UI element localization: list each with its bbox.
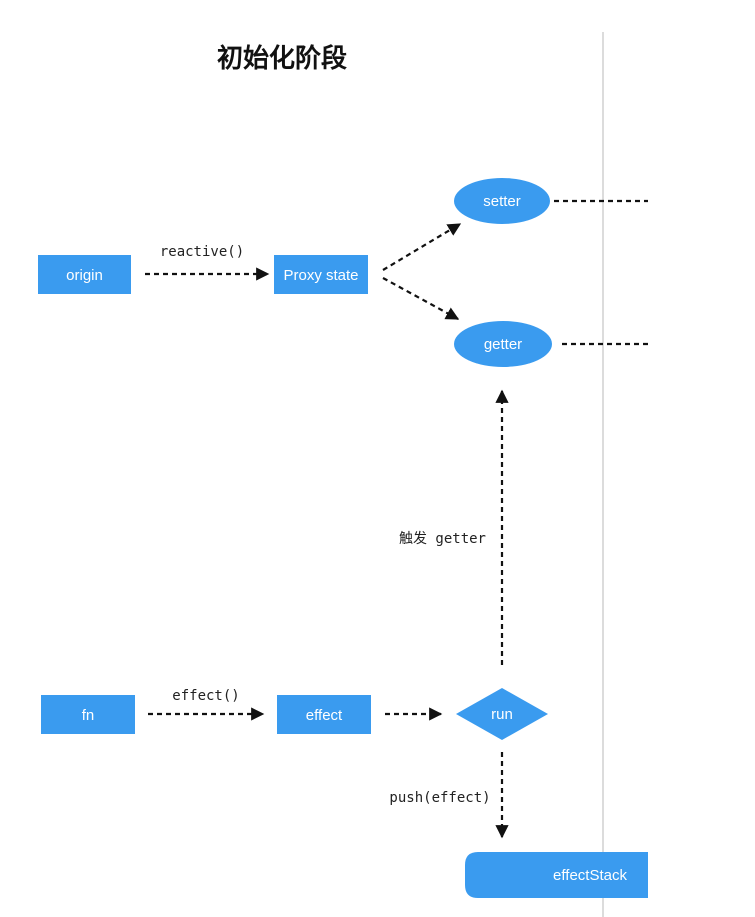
edge-proxy-setter	[382, 223, 462, 271]
edge-label-effect: effect()	[172, 688, 239, 704]
edge-label-trigger-getter: 触发 getter	[399, 531, 486, 547]
node-proxy-state: Proxy state	[274, 255, 368, 294]
node-origin-label: origin	[66, 267, 103, 284]
edge-proxy-getter	[382, 277, 460, 320]
node-getter-label: getter	[484, 336, 522, 353]
node-setter-label: setter	[483, 193, 521, 210]
node-run-label: run	[491, 706, 513, 723]
node-setter: setter	[454, 178, 550, 224]
node-origin: origin	[38, 255, 131, 294]
node-effect-stack-label: effectStack	[553, 867, 627, 884]
edge-label-reactive: reactive()	[160, 244, 244, 260]
node-effect-label: effect	[306, 707, 343, 724]
node-proxy-state-label: Proxy state	[283, 267, 358, 284]
page-title: 初始化阶段	[217, 43, 347, 74]
node-effect-stack: effectStack	[465, 852, 648, 898]
edge-label-push-effect: push(effect)	[389, 790, 490, 806]
node-getter: getter	[454, 321, 552, 367]
node-fn-label: fn	[82, 707, 95, 724]
node-effect: effect	[277, 695, 371, 734]
node-fn: fn	[41, 695, 135, 734]
node-run: run	[456, 688, 548, 740]
